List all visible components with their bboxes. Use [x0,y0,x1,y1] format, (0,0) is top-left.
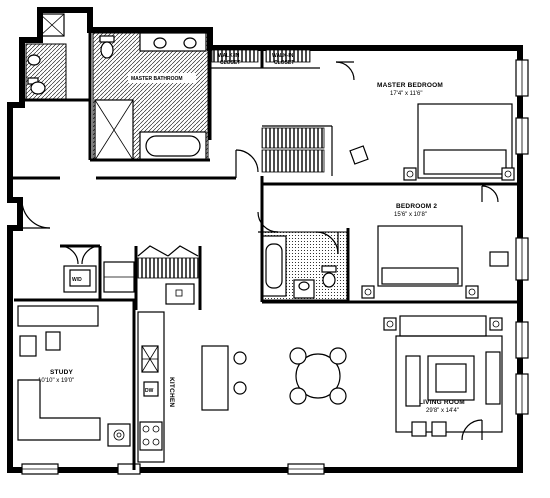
master-bedroom: MASTER BEDROOM 17'4" x 11'6" [260,82,520,203]
laundry-and-pantry: W/D [59,244,202,310]
walk-in-closet-1-label: WALK-IN [218,53,240,59]
walk-in-closet-2-sub: CLOSET [274,60,294,66]
master-bathroom-area: MASTER BATHROOM [22,13,210,162]
dishwasher-label: DW [145,388,154,394]
kitchen-label: KITCHEN [168,377,175,407]
dining-area [289,347,347,405]
study: STUDY 10'10" x 19'0" [14,298,136,470]
master-bathroom-label: MASTER BATHROOM [131,76,183,82]
living-room: LIVING ROOM 29'8" x 14'4" [383,315,503,441]
walk-in-closet-2-label: WALK-IN [272,53,294,59]
living-room-dims: 29'8" x 14'4" [426,408,459,414]
master-bedroom-dims: 17'4" x 11'6" [390,91,422,97]
walk-in-closet-1-sub: CLOSET [220,60,240,66]
washer-dryer-label: W/D [72,277,82,283]
study-dims: 10'10" x 19'0" [38,378,74,384]
entry-hall [10,149,279,233]
bedroom-2-dims: 15'6" x 10'8" [394,212,427,218]
windows-east [515,59,529,415]
bedroom-2-label: BEDROOM 2 [396,203,437,210]
exterior-walls [7,7,523,473]
windows-south [21,463,325,475]
master-bedroom-label: MASTER BEDROOM [377,82,443,89]
kitchen: DW KITCHEN [137,311,247,463]
bedroom-2: BEDROOM 2 15'6" x 10'8" [260,190,520,304]
walk-in-closets: WALK-IN CLOSET WALK-IN CLOSET [208,30,355,140]
study-label: STUDY [50,369,73,376]
living-room-label: LIVING ROOM [419,399,465,406]
